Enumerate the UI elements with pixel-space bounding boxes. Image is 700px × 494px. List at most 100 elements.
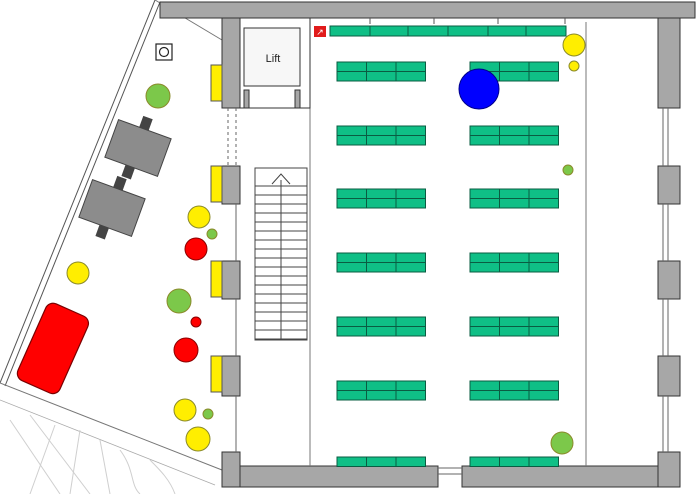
- desk[interactable]: [366, 61, 397, 72]
- desk[interactable]: [528, 316, 559, 327]
- desk[interactable]: [528, 188, 559, 199]
- camera-icon[interactable]: [155, 43, 173, 61]
- desk[interactable]: [499, 135, 530, 146]
- yellow-circle[interactable]: [66, 261, 90, 285]
- desk[interactable]: [528, 61, 559, 72]
- desk[interactable]: [336, 198, 367, 209]
- desk[interactable]: [336, 125, 367, 136]
- desk[interactable]: [395, 456, 426, 467]
- desk-group[interactable]: [336, 125, 426, 146]
- desk[interactable]: [499, 390, 530, 401]
- yellow-circle[interactable]: [185, 426, 211, 452]
- desk[interactable]: [469, 188, 500, 199]
- desk[interactable]: [469, 456, 500, 467]
- grey-desk-lower[interactable]: [75, 168, 150, 247]
- desk[interactable]: [366, 135, 397, 146]
- yellow-circle[interactable]: [173, 398, 197, 422]
- yellow-panels[interactable]: [210, 64, 223, 393]
- desk[interactable]: [395, 316, 426, 327]
- desk[interactable]: [336, 326, 367, 337]
- green-circle[interactable]: [202, 408, 214, 420]
- desk[interactable]: [499, 71, 530, 82]
- desk[interactable]: [395, 135, 426, 146]
- desk[interactable]: [499, 252, 530, 263]
- desk[interactable]: [395, 326, 426, 337]
- desk[interactable]: [395, 390, 426, 401]
- desk[interactable]: [336, 71, 367, 82]
- red-circle[interactable]: [190, 316, 202, 328]
- desk[interactable]: [395, 71, 426, 82]
- desk[interactable]: [395, 61, 426, 72]
- desk[interactable]: [366, 326, 397, 337]
- desk[interactable]: [336, 380, 367, 391]
- desk-group[interactable]: [469, 125, 559, 146]
- desk[interactable]: [469, 135, 500, 146]
- desk-group[interactable]: [469, 380, 559, 401]
- desk[interactable]: [469, 262, 500, 273]
- desk[interactable]: [366, 252, 397, 263]
- yellow-circle[interactable]: [562, 33, 586, 57]
- desk[interactable]: [366, 456, 397, 467]
- yellow-circle[interactable]: [187, 205, 211, 229]
- green-circle[interactable]: [562, 164, 574, 176]
- desk[interactable]: [366, 316, 397, 327]
- desk[interactable]: [395, 188, 426, 199]
- desk[interactable]: [499, 198, 530, 209]
- desk[interactable]: [499, 188, 530, 199]
- red-circle[interactable]: [184, 237, 208, 261]
- desk-group[interactable]: [336, 61, 426, 82]
- desk[interactable]: [469, 380, 500, 391]
- desk[interactable]: [528, 326, 559, 337]
- green-circle[interactable]: [550, 431, 574, 455]
- desk-group[interactable]: [469, 188, 559, 209]
- blue-circle[interactable]: [458, 68, 500, 110]
- desk[interactable]: [366, 390, 397, 401]
- desk-group[interactable]: [336, 188, 426, 209]
- desk[interactable]: [395, 252, 426, 263]
- desk-group[interactable]: [469, 316, 559, 337]
- desk[interactable]: [469, 326, 500, 337]
- desk[interactable]: [499, 456, 530, 467]
- green-circle[interactable]: [206, 228, 218, 240]
- desk[interactable]: [336, 262, 367, 273]
- desk[interactable]: [366, 188, 397, 199]
- desk-group[interactable]: [336, 456, 426, 467]
- desk[interactable]: [469, 125, 500, 136]
- exit-sign-icon[interactable]: ↗: [314, 26, 326, 38]
- desk-group[interactable]: [336, 380, 426, 401]
- desk[interactable]: [336, 135, 367, 146]
- desk[interactable]: [336, 61, 367, 72]
- desk-group[interactable]: [469, 456, 559, 467]
- desk-group[interactable]: [336, 316, 426, 337]
- desk[interactable]: [395, 125, 426, 136]
- yellow-circle[interactable]: [568, 60, 580, 72]
- lift[interactable]: Lift: [239, 17, 311, 109]
- desk-group[interactable]: [336, 252, 426, 273]
- red-sofa[interactable]: [15, 301, 91, 396]
- desk[interactable]: [336, 188, 367, 199]
- desk[interactable]: [469, 390, 500, 401]
- desk[interactable]: [395, 262, 426, 273]
- desk-group[interactable]: [469, 252, 559, 273]
- desk[interactable]: [336, 456, 367, 467]
- desk[interactable]: [499, 61, 530, 72]
- desk[interactable]: [395, 380, 426, 391]
- desk[interactable]: [528, 390, 559, 401]
- desk[interactable]: [336, 390, 367, 401]
- desk[interactable]: [528, 198, 559, 209]
- desk[interactable]: [366, 125, 397, 136]
- desk[interactable]: [499, 316, 530, 327]
- green-circle[interactable]: [145, 83, 171, 109]
- desk[interactable]: [528, 71, 559, 82]
- desk[interactable]: [395, 198, 426, 209]
- desk[interactable]: [528, 456, 559, 467]
- desk[interactable]: [528, 262, 559, 273]
- grey-desk-upper[interactable]: [101, 108, 176, 187]
- desk[interactable]: [499, 326, 530, 337]
- desk-strip-top[interactable]: [329, 25, 567, 37]
- desk[interactable]: [528, 135, 559, 146]
- desk[interactable]: [469, 252, 500, 263]
- desk[interactable]: [366, 262, 397, 273]
- desk[interactable]: [336, 252, 367, 263]
- desk[interactable]: [469, 316, 500, 327]
